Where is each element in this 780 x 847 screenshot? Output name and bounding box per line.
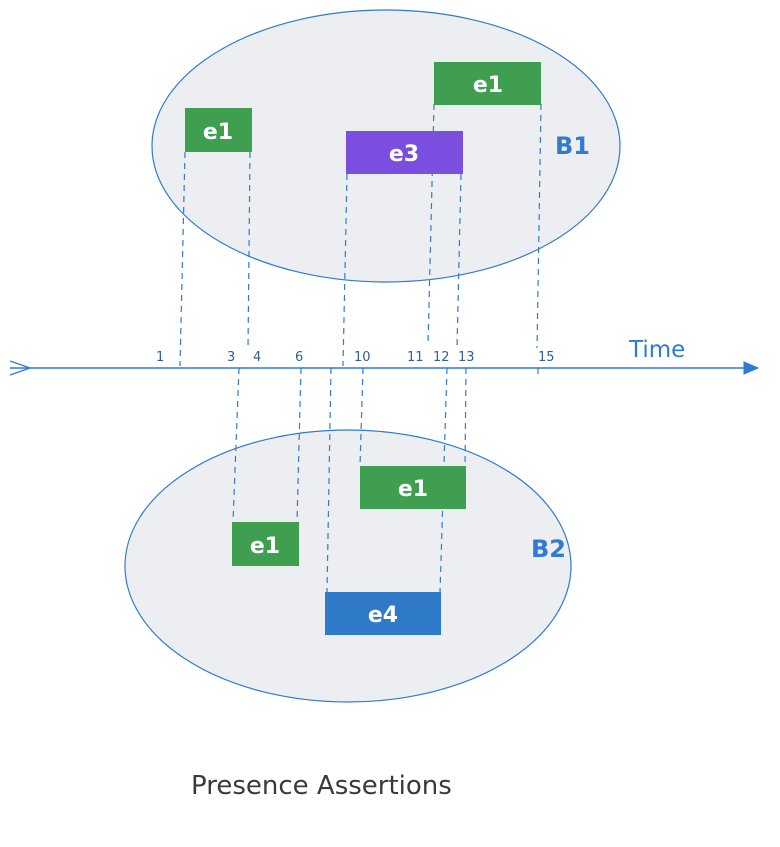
tick-label: 13: [458, 350, 475, 365]
event-box-rect: [185, 108, 252, 152]
tick-label: 10: [354, 350, 371, 365]
tick-label: 1: [156, 350, 164, 365]
event-label: e4: [368, 603, 398, 628]
tick-label: 3: [227, 350, 235, 365]
tick-label: 12: [433, 350, 450, 365]
event-box-rect: [325, 592, 441, 635]
event-box[interactable]: e1: [232, 522, 299, 566]
tick-label: 4: [253, 350, 261, 365]
tick-label: 11: [407, 350, 424, 365]
event-box-rect: [360, 466, 466, 509]
set-label-b1: B1: [555, 132, 590, 160]
event-box-rect: [346, 131, 463, 174]
event-box[interactable]: e3: [346, 131, 463, 174]
event-label: e1: [398, 477, 428, 502]
event-label: e1: [203, 120, 233, 145]
axis-arrow-icon: [743, 361, 760, 375]
event-box-rect: [232, 522, 299, 566]
set-label-b2: B2: [531, 535, 566, 563]
set-b2-ellipse: [124, 429, 572, 703]
axis-tail-icon: [9, 360, 32, 376]
tick-label: 6: [295, 350, 303, 365]
diagram-caption: Presence Assertions: [191, 771, 452, 801]
event-label: e3: [389, 142, 419, 167]
event-box[interactable]: e1: [360, 466, 466, 509]
tick-labels: 1 3 4 6 10 11 12 13 15: [156, 350, 555, 365]
event-label: e1: [473, 73, 503, 98]
event-box[interactable]: e1: [185, 108, 252, 152]
event-box[interactable]: e4: [325, 592, 441, 635]
projection-lines: [179, 103, 542, 593]
tick-label: 15: [538, 350, 555, 365]
event-label: e1: [250, 534, 280, 559]
axis-label: Time: [628, 337, 685, 363]
event-box-rect: [434, 62, 541, 105]
event-box[interactable]: e1: [434, 62, 541, 105]
timeline-axis: Time: [9, 337, 760, 376]
